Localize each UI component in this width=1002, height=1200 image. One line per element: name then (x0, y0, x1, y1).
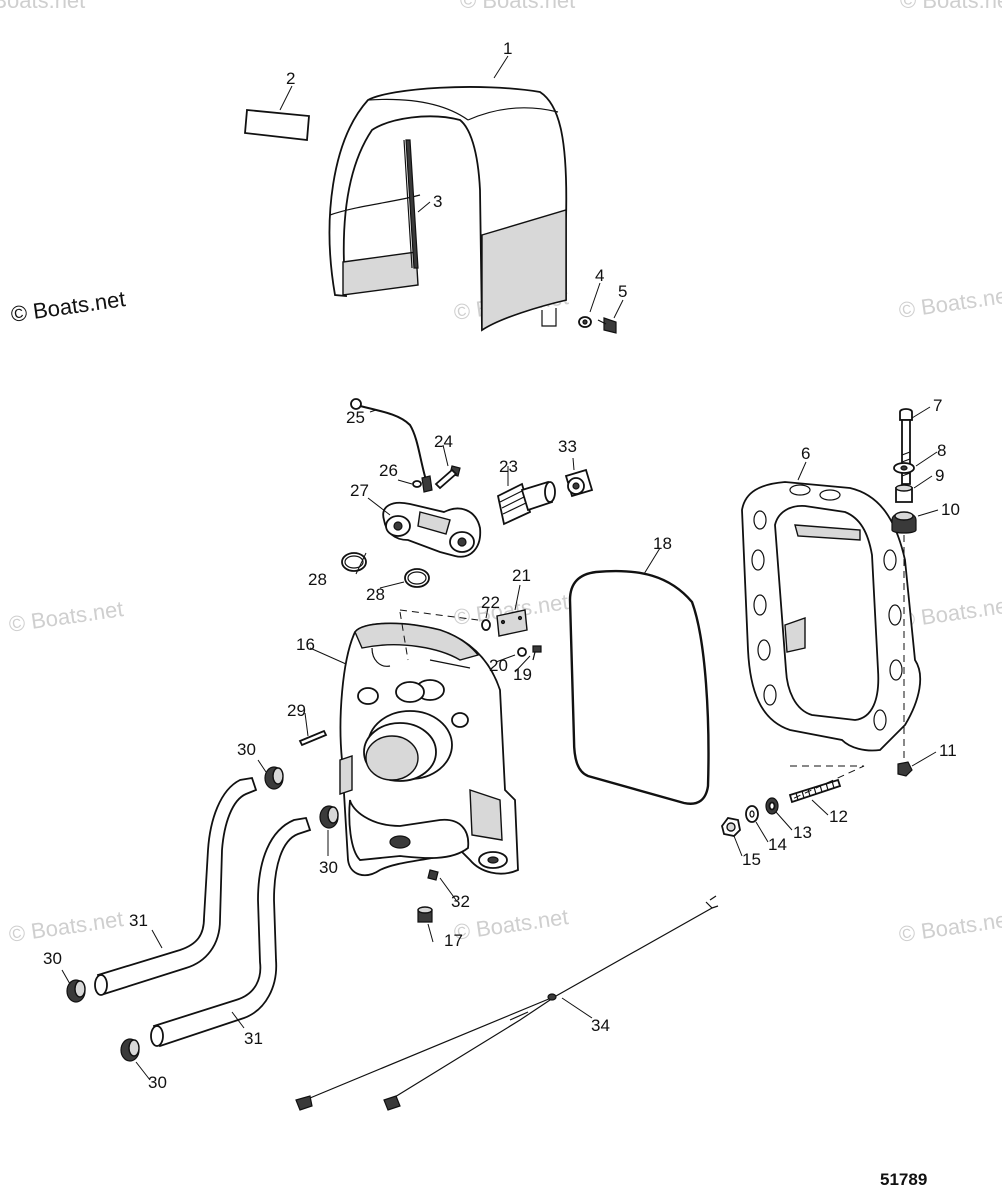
watermark-top-center: © Boats.net (460, 0, 575, 13)
callout-30c: 30 (43, 949, 62, 968)
callout-4: 4 (595, 266, 604, 285)
callout-30d: 30 (148, 1073, 167, 1092)
callout-23: 23 (499, 457, 518, 476)
callout-14: 14 (768, 835, 787, 854)
callout-31b: 31 (244, 1029, 263, 1048)
exhaust-hose-31b (150, 816, 312, 1048)
callout-2: 2 (286, 69, 295, 88)
lockwasher-13 (765, 797, 779, 815)
callout-29: 29 (287, 701, 306, 720)
nut-11 (897, 761, 913, 777)
exhaust-hose-31a (94, 776, 258, 996)
callout-12: 12 (829, 807, 848, 826)
valve-assembly-27 (382, 501, 482, 558)
pin-29 (298, 729, 328, 747)
callout-34: 34 (591, 1016, 610, 1035)
copyright-notice: © Boats.net (9, 286, 127, 327)
callout-32: 32 (451, 892, 470, 911)
washer-8 (893, 462, 915, 474)
hose-clamp-30c (66, 979, 86, 1003)
callout-22: 22 (481, 593, 500, 612)
callout-13: 13 (793, 823, 812, 842)
callout-10: 10 (941, 500, 960, 519)
hose-fitting-23 (496, 480, 556, 526)
stud-12 (788, 765, 865, 804)
hose-clamp-30b (319, 805, 339, 829)
callout-3: 3 (433, 192, 442, 211)
screw-5 (597, 317, 617, 334)
watermark-low-1: © Boats.net (7, 906, 125, 947)
callout-27: 27 (350, 481, 369, 500)
wiring-harness-34 (295, 895, 719, 1111)
callout-17: 17 (444, 931, 463, 950)
hose-clamp-30d (120, 1038, 140, 1062)
leader-lines (61, 55, 939, 1081)
callout-30a: 30 (237, 740, 256, 759)
hose-clamp-30a (264, 766, 284, 790)
callout-15: 15 (742, 850, 761, 869)
callout-28a: 28 (308, 570, 327, 589)
o-ring-28a (341, 552, 367, 572)
watermark-low-3: © Boats.net (897, 906, 1002, 947)
housing-dashed-lines (399, 609, 479, 661)
callout-numbers: 1 2 3 4 5 6 7 8 9 10 11 12 13 14 15 16 1… (43, 39, 960, 1092)
watermark-mid-5: © Boats.net (897, 592, 1002, 633)
watermark-mid-3: © Boats.net (7, 596, 125, 637)
spacer-9 (895, 484, 913, 503)
watermark-top-left: © Boats.net (0, 0, 85, 13)
cover-shroud (328, 86, 568, 332)
decal (244, 109, 310, 141)
washer-20 (517, 647, 527, 657)
callout-31a: 31 (129, 911, 148, 930)
watermark-mid-2: © Boats.net (897, 282, 1002, 323)
gimbal-frame (741, 481, 922, 752)
gimbal-housing (339, 622, 519, 877)
callout-18: 18 (653, 534, 672, 553)
figure-number: 51789 (880, 1170, 927, 1189)
callout-9: 9 (935, 466, 944, 485)
screw-19 (532, 645, 542, 661)
gasket-18 (568, 569, 710, 805)
washer-26 (412, 480, 422, 488)
callout-20: 20 (489, 656, 508, 675)
callout-21: 21 (512, 566, 531, 585)
plug-17 (417, 906, 433, 923)
callout-6: 6 (801, 444, 810, 463)
callout-1: 1 (503, 39, 512, 58)
callout-7: 7 (933, 396, 942, 415)
callout-26: 26 (379, 461, 398, 480)
plate-21 (496, 609, 528, 637)
callout-11: 11 (939, 741, 957, 760)
fitting-33 (564, 468, 594, 498)
o-ring-28b (404, 568, 430, 588)
callout-5: 5 (618, 282, 627, 301)
screw-24 (434, 465, 461, 490)
callout-16: 16 (296, 635, 315, 654)
washer-14 (745, 805, 759, 823)
ground-cable-25 (350, 398, 433, 493)
callout-28b: 28 (366, 585, 385, 604)
screw-32 (427, 869, 439, 881)
grommet-10 (891, 511, 917, 534)
callout-30b: 30 (319, 858, 338, 877)
watermark-top-right: © Boats.net (900, 0, 1002, 13)
callout-25: 25 (346, 408, 365, 427)
o-ring-22 (481, 619, 491, 631)
callout-33: 33 (558, 437, 577, 456)
callout-24: 24 (434, 432, 453, 451)
washer-4 (578, 316, 592, 328)
callout-8: 8 (937, 441, 946, 460)
nut-15 (721, 817, 741, 837)
callout-19: 19 (513, 665, 532, 684)
